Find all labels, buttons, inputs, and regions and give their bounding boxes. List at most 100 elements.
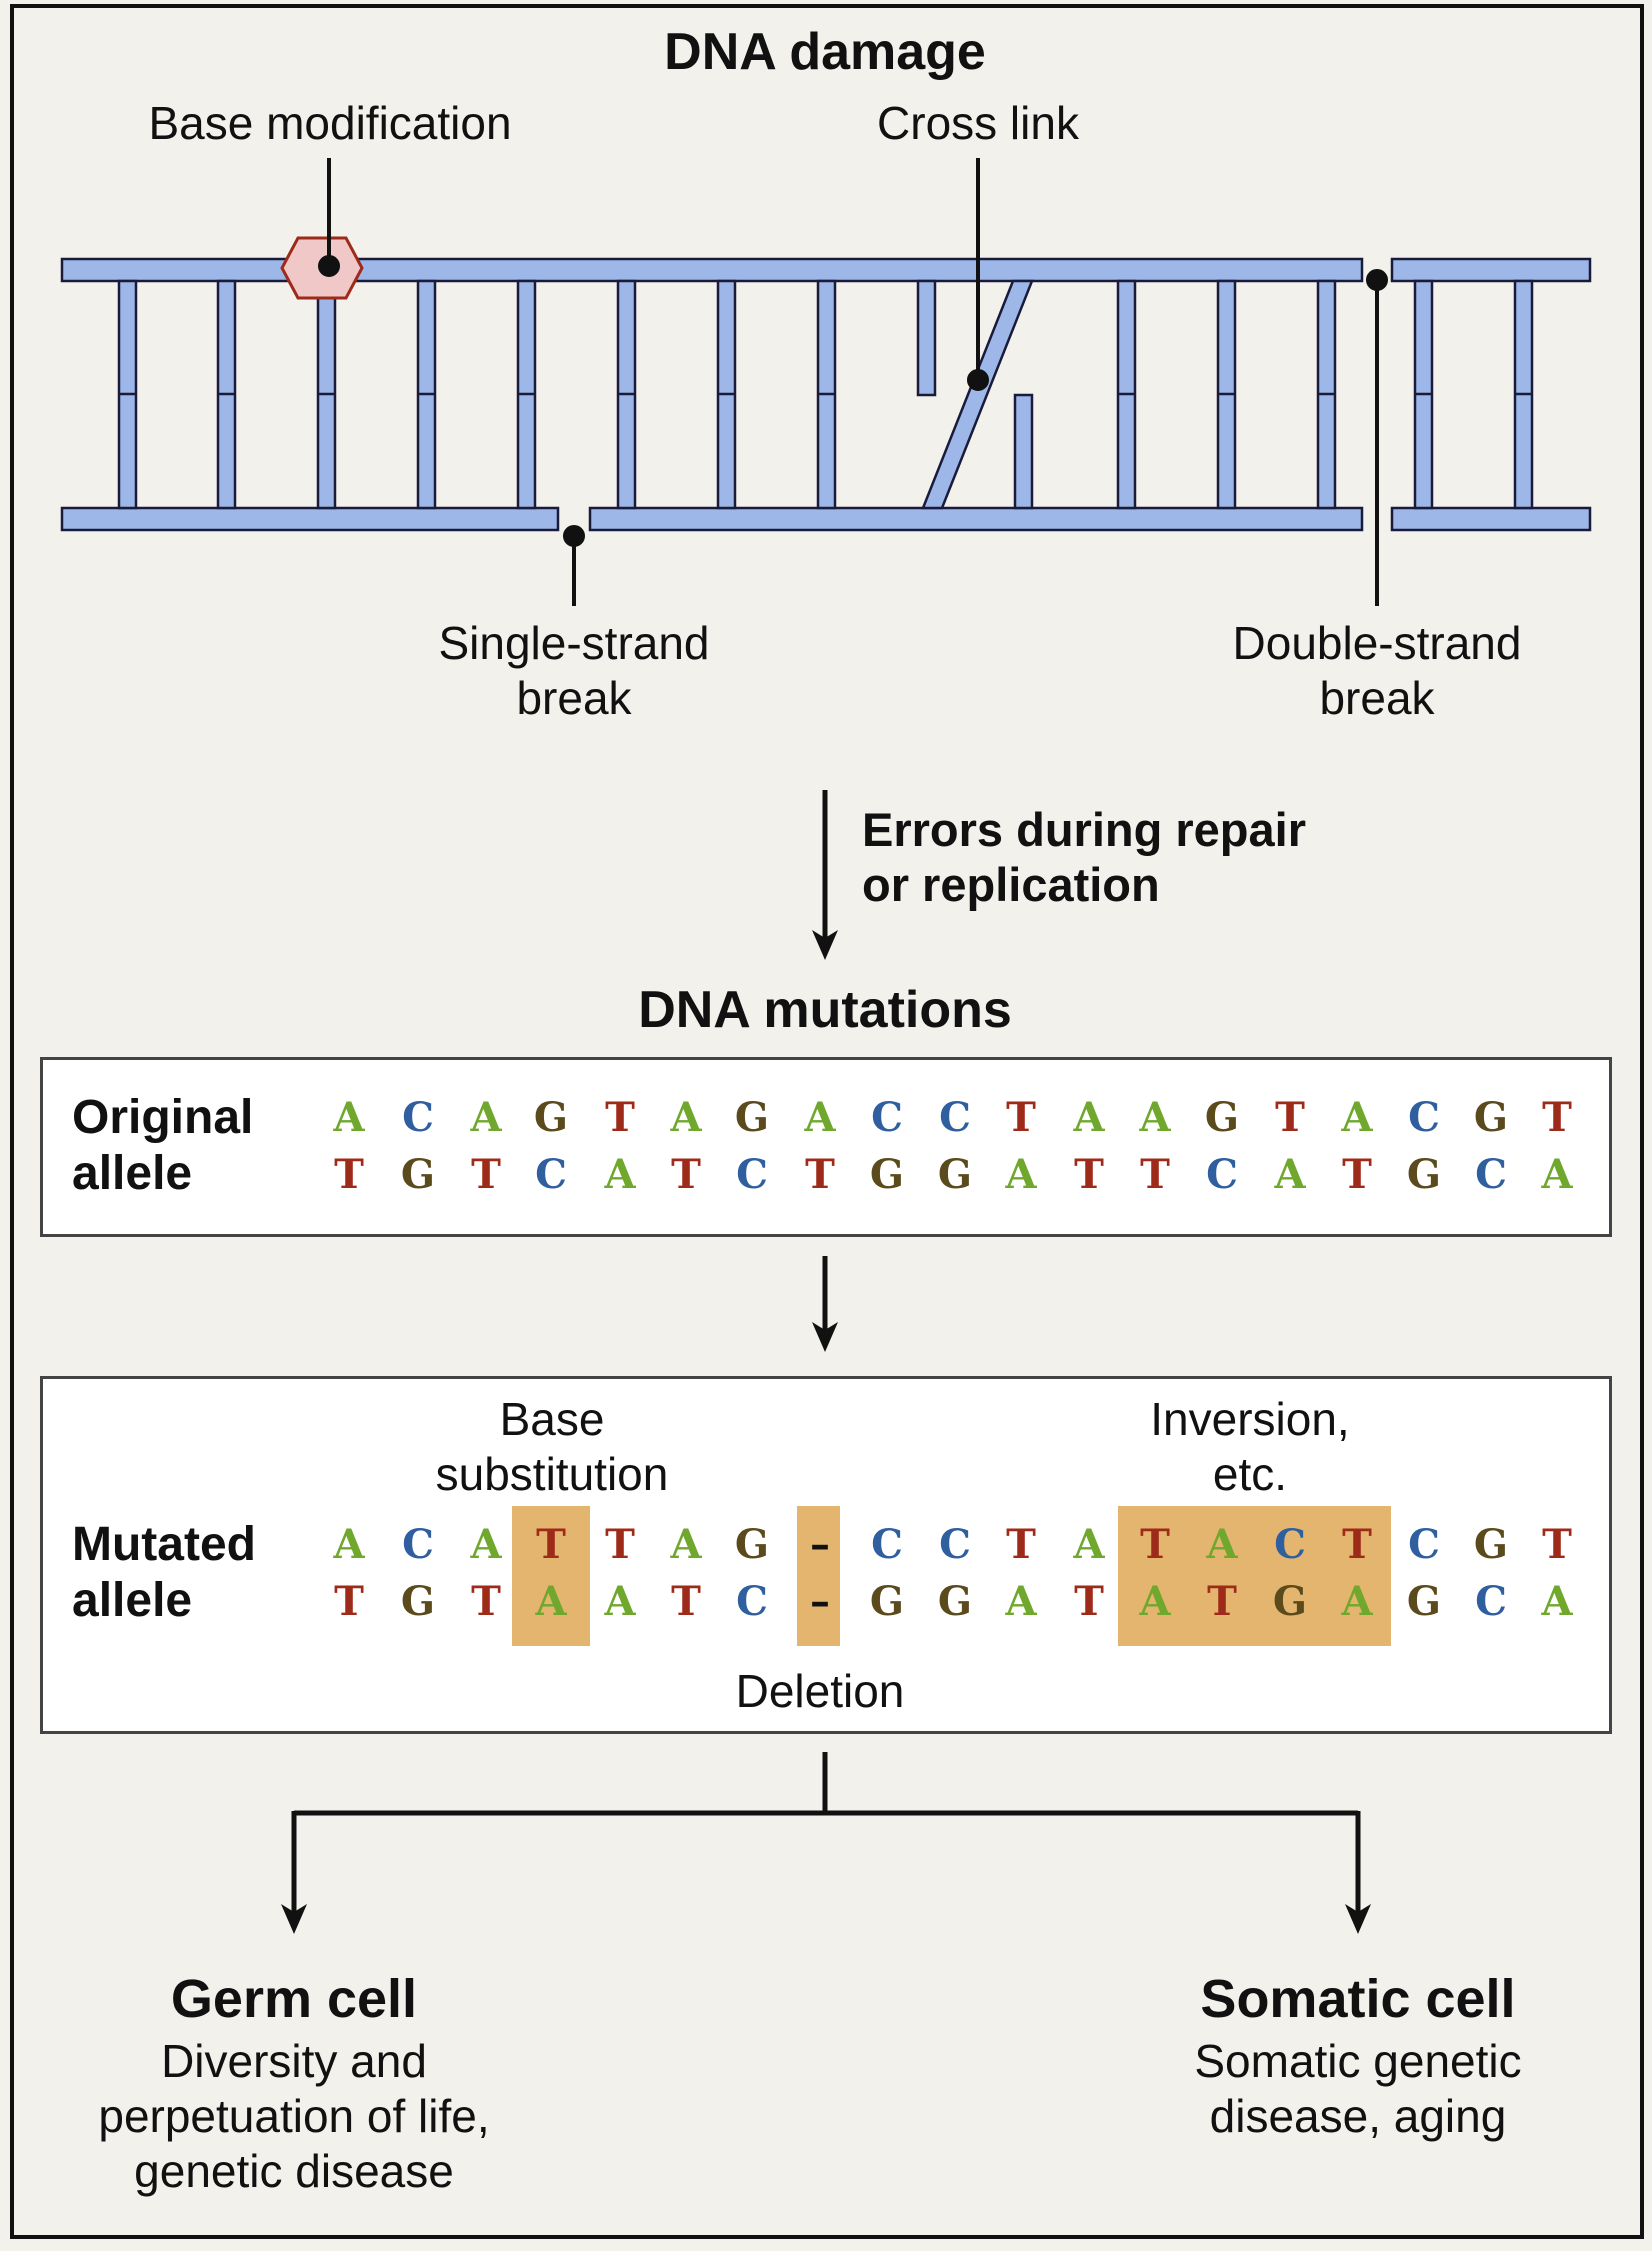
base-letter: A bbox=[470, 1094, 502, 1141]
bottom-strand-right bbox=[1390, 506, 1592, 532]
single-strand-break-label: Single-strand break bbox=[438, 617, 710, 724]
base-letter: G bbox=[937, 1578, 973, 1625]
mutated-allele-label: Mutated allele bbox=[72, 1518, 256, 1627]
base-letter: T bbox=[1342, 1521, 1372, 1568]
base-letter: T bbox=[671, 1578, 701, 1625]
base-letter: T bbox=[605, 1094, 635, 1141]
base-letter: A bbox=[1541, 1151, 1573, 1198]
base-letter: T bbox=[334, 1578, 364, 1625]
base-letter: G bbox=[1272, 1578, 1308, 1625]
base-substitution-label: Base substitution bbox=[435, 1393, 669, 1500]
base-letter: T bbox=[1140, 1151, 1170, 1198]
base-letter: G bbox=[1204, 1094, 1240, 1141]
base-letter: G bbox=[400, 1578, 436, 1625]
base-letter: T bbox=[334, 1151, 364, 1198]
deletion-label: Deletion bbox=[735, 1665, 905, 1717]
base-letter: G bbox=[533, 1094, 569, 1141]
base-letter: C bbox=[871, 1094, 903, 1141]
base-letter: C bbox=[939, 1521, 971, 1568]
base-letter: T bbox=[471, 1578, 501, 1625]
base-letter: A bbox=[604, 1151, 636, 1198]
base-letter: A bbox=[1341, 1094, 1373, 1141]
base-letter: C bbox=[1408, 1521, 1440, 1568]
base-letter: A bbox=[1139, 1094, 1171, 1141]
base-letter: A bbox=[1139, 1578, 1171, 1625]
base-letter: A bbox=[1005, 1578, 1037, 1625]
base-letter: G bbox=[937, 1151, 973, 1198]
original-allele-box bbox=[40, 1057, 1612, 1237]
base-letter: C bbox=[939, 1094, 971, 1141]
base-letter: G bbox=[734, 1521, 770, 1568]
inversion-label: Inversion, etc. bbox=[1150, 1393, 1350, 1500]
base-letter: T bbox=[536, 1521, 566, 1568]
base-letter: G bbox=[869, 1578, 905, 1625]
bottom-strand-left bbox=[60, 506, 560, 532]
base-letter: C bbox=[402, 1521, 434, 1568]
germ-cell-description: Diversity and perpetuation of life, gene… bbox=[98, 2035, 490, 2197]
base-letter: T bbox=[1542, 1094, 1572, 1141]
base-letter: C bbox=[736, 1578, 768, 1625]
dna-damage-title: DNA damage bbox=[664, 23, 986, 81]
base-letter: T bbox=[1140, 1521, 1170, 1568]
base-letter: A bbox=[670, 1094, 702, 1141]
base-letter: T bbox=[1207, 1578, 1237, 1625]
germ-cell-title: Germ cell bbox=[170, 1969, 418, 2029]
double-strand-break-label: Double-strand break bbox=[1232, 617, 1522, 724]
base-letter: C bbox=[1475, 1578, 1507, 1625]
base-letter: A bbox=[1073, 1094, 1105, 1141]
figure-frame bbox=[10, 4, 1644, 2239]
base-letter: A bbox=[1073, 1521, 1105, 1568]
base-letter: – bbox=[810, 1578, 830, 1625]
base-substitution-highlight bbox=[512, 1506, 590, 1646]
base-letter: T bbox=[671, 1151, 701, 1198]
base-letter: T bbox=[471, 1151, 501, 1198]
somatic-cell-title: Somatic cell bbox=[1200, 1969, 1516, 2029]
original-allele-label: Original allele bbox=[72, 1091, 254, 1200]
base-letter: C bbox=[871, 1521, 903, 1568]
somatic-cell-description: Somatic genetic disease, aging bbox=[1194, 2035, 1522, 2142]
base-letter: C bbox=[1274, 1521, 1306, 1568]
base-letter: A bbox=[804, 1094, 836, 1141]
base-letter: G bbox=[1406, 1578, 1442, 1625]
cross-link-upper-stub bbox=[916, 279, 937, 397]
base-letter: T bbox=[605, 1521, 635, 1568]
base-letter: A bbox=[333, 1521, 365, 1568]
base-letter: T bbox=[1006, 1521, 1036, 1568]
base-letter: A bbox=[1206, 1521, 1238, 1568]
base-letter: A bbox=[1541, 1578, 1573, 1625]
dna-mutations-title: DNA mutations bbox=[638, 981, 1012, 1039]
base-letter: T bbox=[1074, 1151, 1104, 1198]
base-letter: A bbox=[1005, 1151, 1037, 1198]
base-letter: C bbox=[736, 1151, 768, 1198]
base-letter: A bbox=[604, 1578, 636, 1625]
top-strand-left bbox=[60, 257, 1364, 283]
base-letter: A bbox=[333, 1094, 365, 1141]
base-letter: T bbox=[1006, 1094, 1036, 1141]
base-letter: G bbox=[1406, 1151, 1442, 1198]
base-letter: C bbox=[1475, 1151, 1507, 1198]
base-letter: T bbox=[805, 1151, 835, 1198]
base-letter: G bbox=[734, 1094, 770, 1141]
base-letter: A bbox=[535, 1578, 567, 1625]
base-letter: A bbox=[470, 1521, 502, 1568]
base-letter: A bbox=[1341, 1578, 1373, 1625]
base-letter: C bbox=[1408, 1094, 1440, 1141]
bottom-strand-middle bbox=[588, 506, 1364, 532]
base-letter: T bbox=[1542, 1521, 1572, 1568]
base-letter: G bbox=[400, 1151, 436, 1198]
cross-link-diagonal bbox=[921, 279, 1034, 510]
base-letter: G bbox=[869, 1151, 905, 1198]
base-letter: T bbox=[1275, 1094, 1305, 1141]
base-letter: – bbox=[810, 1521, 830, 1568]
base-letter: T bbox=[1342, 1151, 1372, 1198]
base-letter: C bbox=[1206, 1151, 1238, 1198]
base-letter: T bbox=[1074, 1578, 1104, 1625]
base-letter: C bbox=[402, 1094, 434, 1141]
repair-errors-label: Errors during repair or replication bbox=[862, 803, 1306, 911]
base-letter: C bbox=[535, 1151, 567, 1198]
base-letter: A bbox=[1274, 1151, 1306, 1198]
base-letter: A bbox=[670, 1521, 702, 1568]
base-letter: G bbox=[1473, 1521, 1509, 1568]
cross-link-label: Cross link bbox=[877, 97, 1079, 149]
